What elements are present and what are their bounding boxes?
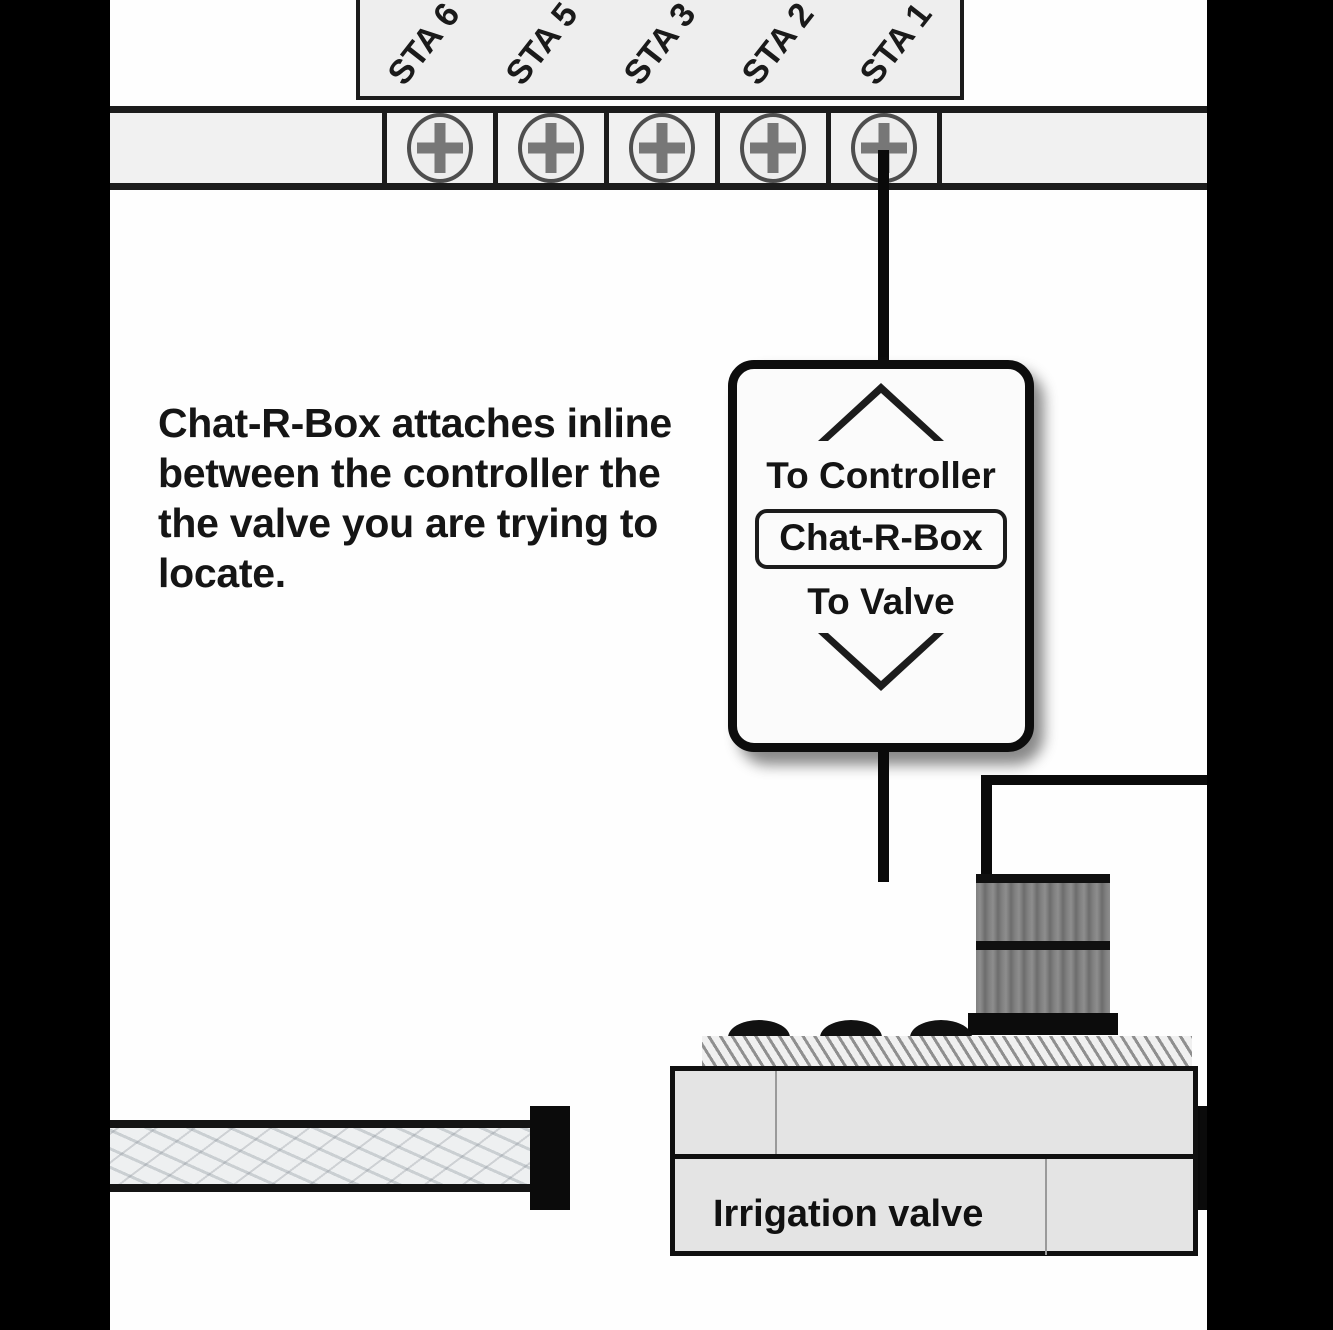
station-wire-sta1-to-chatrbox [878,150,889,362]
valve-bonnet [702,1036,1192,1069]
controller-terminal-strip [110,106,1207,190]
phillips-screw-icon[interactable] [518,113,584,183]
phillips-screw-icon[interactable] [629,113,695,183]
chatrbox-device[interactable]: To Controller Chat-R-Box To Valve [728,360,1034,752]
to-controller-label: To Controller [766,455,996,496]
valve-mid-band [675,1154,1193,1159]
terminal-cell-blank-right [937,113,1207,183]
valve-seam-upper [775,1071,777,1154]
terminal-cell-sta6[interactable] [382,113,498,183]
solenoid-common-wire-vertical [981,775,992,883]
irrigation-pipe-left [110,1120,542,1192]
solenoid-base [968,1013,1118,1035]
terminal-cell-sta3[interactable] [604,113,720,183]
solenoid-divider [976,941,1110,950]
chatrbox-product-name: Chat-R-Box [755,509,1007,569]
solenoid-common-wire-horizontal [981,775,1207,785]
phillips-screw-icon[interactable] [407,113,473,183]
phillips-screw-icon[interactable] [740,113,806,183]
controller-label-panel: STA 6 STA 5 STA 3 STA 2 STA 1 [356,0,964,100]
chatrbox-to-solenoid-wire [878,750,889,882]
to-valve-label: To Valve [807,581,955,622]
solenoid-coil [976,874,1110,1032]
diagram-white-area: STA 6 STA 5 STA 3 STA 2 STA 1 [110,0,1207,1330]
terminal-cell-blank-left [110,113,387,183]
triangle-down-icon [818,633,944,691]
valve-seam-lower [1045,1159,1047,1255]
irrigation-valve-label: Irrigation valve [713,1193,984,1235]
terminal-cell-sta5[interactable] [493,113,609,183]
irrigation-valve-body: Irrigation valve [670,1066,1198,1256]
terminal-cell-sta2[interactable] [715,113,831,183]
pipe-union-left [530,1106,570,1210]
terminal-label-sta1: STA 1 [852,0,940,93]
triangle-up-icon [818,383,944,441]
caption-text: Chat-R-Box attaches inline between the c… [158,400,672,596]
